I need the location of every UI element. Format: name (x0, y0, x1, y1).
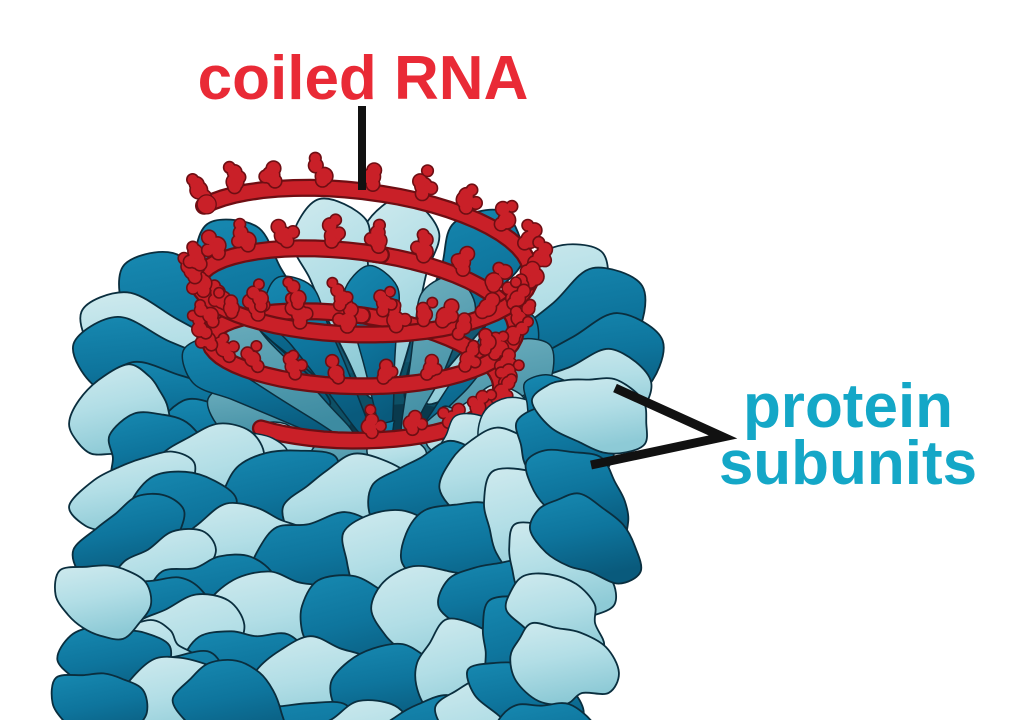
svg-text:protein: protein (743, 372, 953, 441)
svg-text:subunits: subunits (719, 429, 977, 498)
svg-text:coiled RNA: coiled RNA (198, 44, 529, 113)
